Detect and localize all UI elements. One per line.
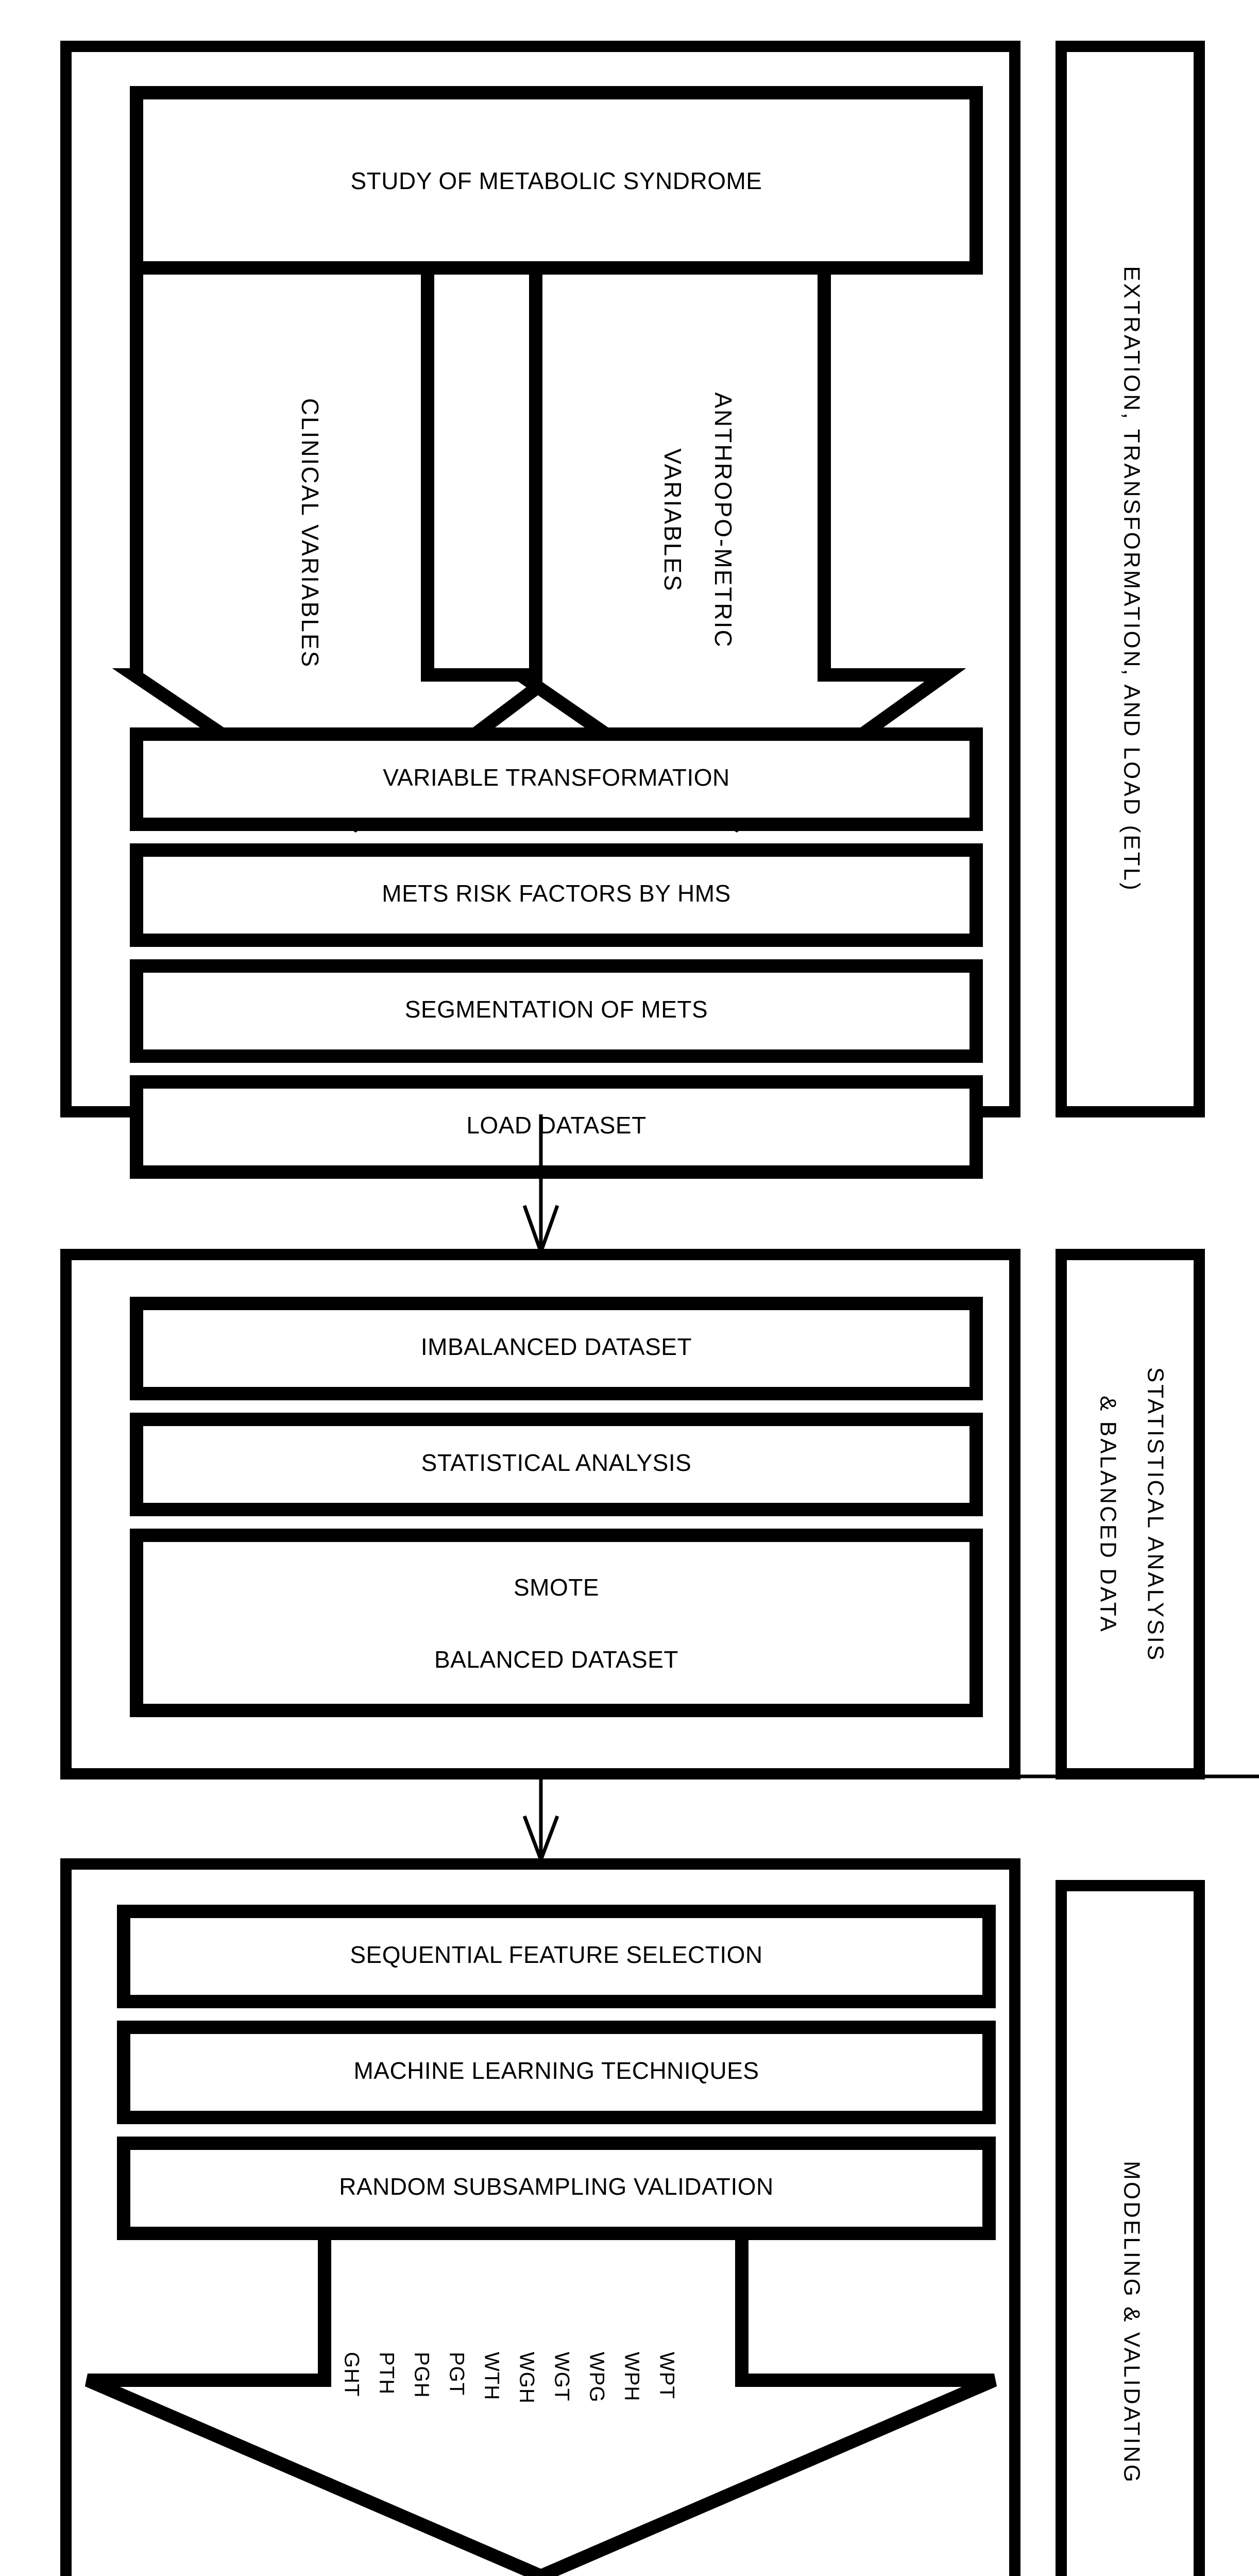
modeling-side-bracket-label: MODELING & VALIDATING xyxy=(1119,2161,1144,2484)
box-smote-balanced-dataset xyxy=(130,1529,983,1717)
box-variable-transformation-label: VARIABLE TRANSFORMATION xyxy=(383,764,730,791)
indicator-tag-wph: WPH xyxy=(620,2352,643,2401)
connector-stats-to-modeling xyxy=(522,1774,1259,1865)
box-load-dataset-label: LOAD DATASET xyxy=(466,1112,646,1139)
box-study-of-metabolic-syndrome-label: STUDY OF METABOLIC SYNDROME xyxy=(350,167,762,194)
box-statistical-analysis-label: STATISTICAL ANALYSIS xyxy=(421,1449,692,1476)
box-sequential-feature-selection xyxy=(117,1905,996,2008)
box-random-subsampling-validation xyxy=(117,2137,996,2240)
box-mets-risk-factors-label: METS RISK FACTORS BY HMS xyxy=(382,880,730,907)
indicator-tag-wth: WTH xyxy=(480,2352,503,2400)
box-balanced-dataset-label: BALANCED DATASET xyxy=(434,1646,678,1673)
indicator-tag-pth: PTH xyxy=(375,2352,398,2395)
indicator-tag-list: GHT PTH PGH PGT WTH WGH WGT WPG WPH WPT xyxy=(340,2352,678,2404)
indicator-tag-wgt: WGT xyxy=(550,2352,573,2401)
branch-arrow-anthropometric-label-line2: VARIABLES xyxy=(659,448,686,592)
funnel-arrow-to-performance xyxy=(84,2209,997,2576)
box-segmentation-of-mets-label: SEGMENTATION OF METS xyxy=(405,996,708,1023)
branch-arrow-clinical-label: CLINICAL VARIABLES xyxy=(297,398,324,668)
box-segmentation-of-mets xyxy=(130,959,983,1063)
stats-side-bracket xyxy=(1056,1249,1205,1780)
box-statistical-analysis xyxy=(130,1413,983,1516)
indicator-tag-pgh: PGH xyxy=(410,2352,433,2398)
etl-side-bracket-label: EXTRATION, TRANSFORMATION, AND LOAD (ETL… xyxy=(1119,266,1144,892)
indicator-tag-pgt: PGT xyxy=(445,2352,468,2396)
indicator-tag-wpg: WPG xyxy=(585,2352,608,2403)
box-sequential-feature-selection-label: SEQUENTIAL FEATURE SELECTION xyxy=(350,1941,762,1968)
box-smote-label: SMOTE xyxy=(514,1574,599,1601)
box-imbalanced-dataset xyxy=(130,1297,983,1400)
indicator-tag-wpt: WPT xyxy=(655,2352,678,2399)
stage-statistics: IMBALANCED DATASET STATISTICAL ANALYSIS … xyxy=(60,1249,1205,1780)
branch-arrow-anthropometric-label-line1: ANTHROPO-METRIC xyxy=(710,392,737,648)
box-machine-learning-techniques xyxy=(117,2021,996,2124)
modeling-side-bracket xyxy=(1056,1880,1205,2576)
indicator-tag-ght: GHT xyxy=(340,2352,363,2397)
box-machine-learning-techniques-label: MACHINE LEARNING TECHNIQUES xyxy=(353,2057,759,2084)
box-study-of-metabolic-syndrome xyxy=(130,86,983,275)
stage-etl: STUDY OF METABOLIC SYNDROME CLINICAL VAR… xyxy=(60,41,1205,1179)
stats-side-bracket-label-line2: & BALANCED DATA xyxy=(1095,1396,1120,1634)
box-load-dataset xyxy=(130,1075,983,1179)
indicator-tag-wgh: WGH xyxy=(515,2352,538,2404)
box-imbalanced-dataset-label: IMBALANCED DATASET xyxy=(421,1333,692,1360)
stage-modeling: SEQUENTIAL FEATURE SELECTION MACHINE LEA… xyxy=(60,1858,1205,2576)
box-random-subsampling-validation-label: RANDOM SUBSAMPLING VALIDATION xyxy=(339,2173,774,2200)
box-mets-risk-factors xyxy=(130,843,983,947)
box-variable-transformation xyxy=(130,727,983,831)
stats-side-bracket-label-line1: STATISTICAL ANALYSIS xyxy=(1143,1367,1168,1662)
etl-side-bracket xyxy=(1056,41,1205,1117)
